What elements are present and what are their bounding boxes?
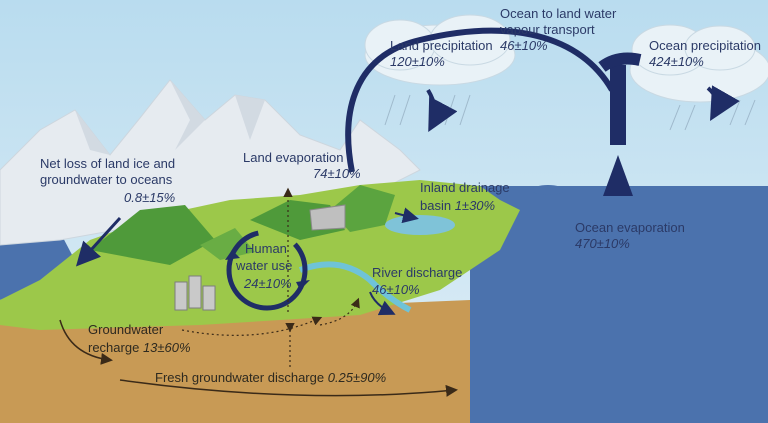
ocean [470, 186, 768, 423]
ocean-evap-label: Ocean evaporation [575, 220, 685, 235]
net-loss-value: 0.8±15% [124, 190, 176, 205]
land-evap-value: 74±10% [313, 166, 361, 181]
ocean-evaporation-arrow [603, 155, 633, 196]
net-loss-label-2: groundwater to oceans [40, 172, 173, 187]
river [298, 261, 412, 313]
land-precip-arrow [426, 88, 458, 133]
inland-drainage-label: Inland drainage [420, 180, 510, 195]
inland-lake [385, 215, 455, 235]
human-water-use-cycle [226, 229, 308, 311]
fresh-groundwater-label: Fresh groundwater discharge 0.25±90% [155, 370, 387, 385]
ocean-precip-label: Ocean precipitation [649, 38, 762, 53]
land-precip-value: 120±10% [390, 54, 445, 69]
fresh-groundwater-arrow [119, 379, 458, 397]
human-water-use-value: 24±10% [244, 276, 292, 291]
ocean-evap-value: 470±10% [575, 236, 630, 251]
vapour-transport-arrow [345, 27, 615, 173]
dam [309, 204, 346, 231]
ocean-to-land-value: 46±10% [500, 38, 548, 53]
inland-drainage-label-2: basin 1±30% [420, 198, 496, 213]
river-discharge-value: 46±10% [372, 282, 420, 297]
land-precip-label: Land precipitation [390, 38, 493, 53]
ocean-precip-arrow [706, 85, 740, 121]
ocean-to-land-label: Ocean to land water [500, 6, 617, 21]
river-discharge-label: River discharge [372, 265, 463, 280]
ocean-evap-column [610, 65, 626, 145]
small-lake [532, 185, 564, 195]
inland-arrow [394, 207, 419, 224]
river-discharge-arrow [369, 291, 396, 316]
human-water-use-label-2: water use [236, 258, 293, 273]
groundwater-recharge-label: Groundwater [88, 322, 164, 337]
land-surface [0, 180, 520, 330]
human-water-use-label: Human [245, 241, 287, 256]
groundwater-recharge-arrow [59, 319, 113, 365]
net-loss-label: Net loss of land ice and [40, 156, 176, 171]
ocean-precip-value: 424±10% [649, 54, 704, 69]
land-evap-label: Land evaporation [243, 150, 344, 165]
groundwater-recharge-label-2: recharge 13±60% [88, 340, 191, 355]
buildings [174, 275, 216, 311]
soil [0, 300, 470, 423]
left-sea [0, 232, 80, 300]
ocean-to-land-label-2: vapour transport [500, 22, 595, 37]
net-loss-arrow [75, 216, 122, 267]
